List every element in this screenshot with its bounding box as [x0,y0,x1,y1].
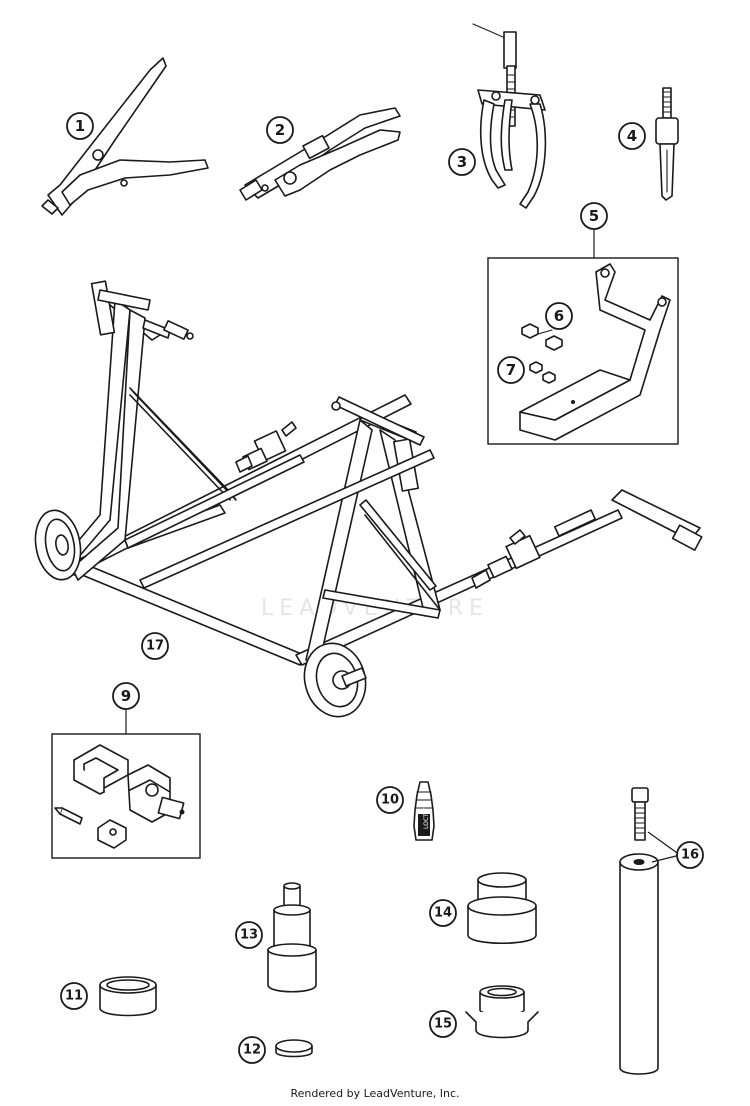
part-3-puller [472,23,547,209]
callout-2: 2 [266,116,294,144]
part-5-bracket [519,263,671,441]
callout-11: 11 [60,982,88,1010]
svg-text:11: 11 [65,989,83,1004]
svg-text:3: 3 [457,153,467,171]
part-4-puller-tool [655,87,679,201]
callout-13: 13 [235,921,263,949]
box-part-5 [487,257,679,445]
part-14-bushing [467,872,537,945]
part-9-adapter-set [54,744,185,849]
svg-text:6: 6 [554,307,564,325]
svg-text:2: 2 [275,121,285,139]
part-7-nuts [529,361,556,384]
part-1-pliers [41,57,209,216]
callout-4: 4 [618,122,646,150]
callout-9: 9 [112,682,140,710]
callout-17: 17 [141,632,169,660]
callout-12: 12 [238,1036,266,1064]
part-17-work-stand [34,280,703,718]
svg-text:4: 4 [627,127,637,145]
part-2-clamp-pliers [239,107,401,201]
svg-text:15: 15 [434,1017,452,1032]
callout-3: 3 [448,148,476,176]
part-11-ring [99,976,157,1017]
callout-5: 5 [580,202,608,230]
callout-6: 6 [545,302,573,330]
part-16-shaft [619,787,681,1075]
svg-text:9: 9 [121,687,131,705]
callout-16: 16 [676,841,704,869]
svg-text:17: 17 [146,639,164,654]
svg-text:7: 7 [506,361,516,379]
svg-text:10: 10 [381,793,399,808]
svg-text:5: 5 [589,207,599,225]
part-15-stepped-nut [465,985,539,1039]
callout-7: 7 [497,356,525,384]
part-13-stepped-pin [267,882,317,993]
callout-10: 10 [376,786,404,814]
callout-1: 1 [66,112,94,140]
part-10-loctite: LOCTITE [413,781,435,841]
callout-14: 14 [429,899,457,927]
part-6-screws [521,323,563,351]
svg-text:LOCTITE: LOCTITE [423,804,430,829]
callout-15: 15 [429,1010,457,1038]
part-12-cap [275,1039,313,1058]
svg-text:12: 12 [243,1043,261,1058]
svg-text:13: 13 [240,928,258,943]
svg-text:1: 1 [75,117,85,135]
svg-text:14: 14 [434,906,452,921]
svg-text:16: 16 [681,848,699,863]
footer-credit: Rendered by LeadVenture, Inc. [290,1087,459,1100]
